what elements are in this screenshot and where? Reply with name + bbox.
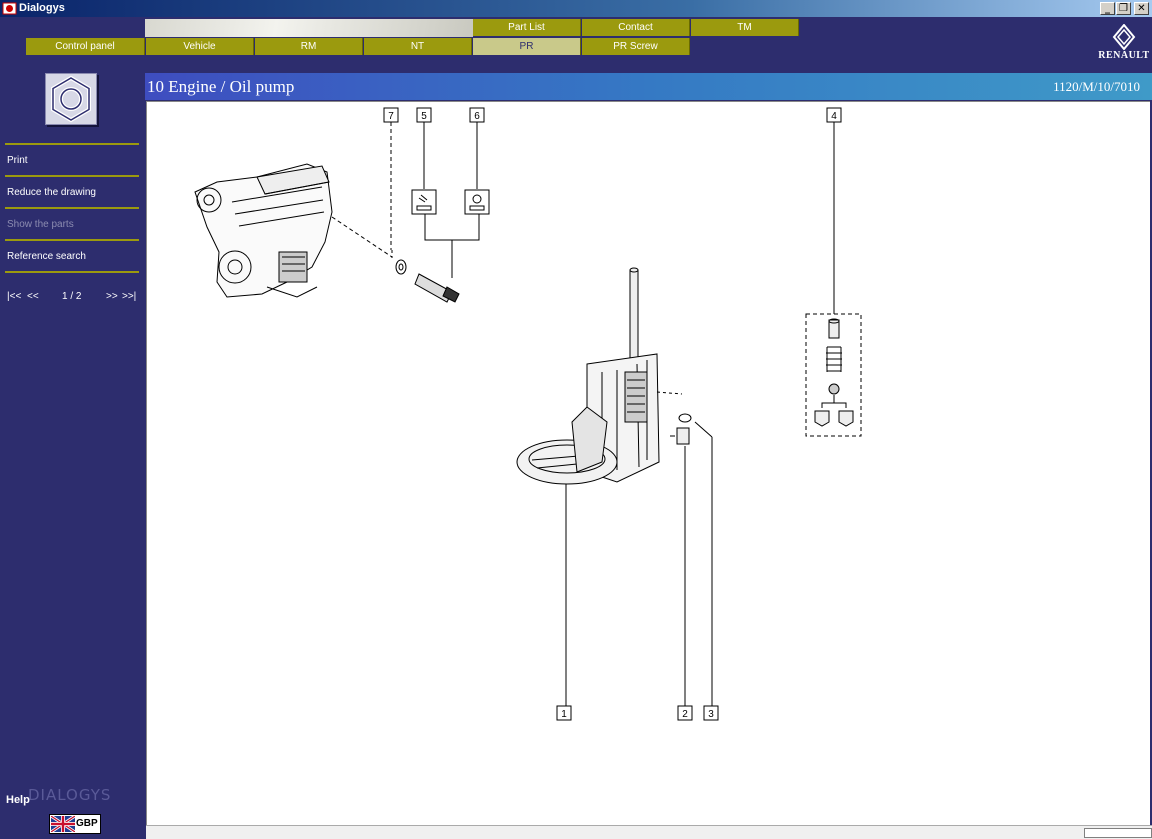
menu-show-parts: Show the parts <box>5 209 139 241</box>
callout-5[interactable]: 5 <box>421 111 427 122</box>
window-title: Dialogys <box>19 2 65 14</box>
tab-pr-screw[interactable]: PR Screw <box>582 38 690 55</box>
uk-flag-icon <box>51 816 75 832</box>
status-cell <box>1084 828 1152 838</box>
app-icon <box>2 2 17 15</box>
callout-4[interactable]: 4 <box>831 111 837 122</box>
tab-pr[interactable]: PR <box>473 38 581 55</box>
callout-1[interactable]: 1 <box>561 709 567 720</box>
engine-drawing <box>194 163 393 298</box>
tab-vehicle[interactable]: Vehicle <box>146 38 254 55</box>
pager-last[interactable]: >>| <box>122 291 137 302</box>
pager-page: 1 / 2 <box>62 291 82 302</box>
pager-prev[interactable]: << <box>27 291 39 302</box>
callout-3[interactable]: 3 <box>708 709 714 720</box>
drawing-svg: 7 5 6 4 1 2 3 <box>194 107 862 721</box>
language-selector[interactable]: GBP <box>49 814 101 834</box>
tab-tm[interactable]: TM <box>691 19 799 36</box>
tab-contact[interactable]: Contact <box>582 19 690 36</box>
tab-rm[interactable]: RM <box>255 38 363 55</box>
page-title: 10 Engine / Oil pump <box>147 77 295 96</box>
menu-print[interactable]: Print <box>5 145 139 177</box>
help-link[interactable]: Help <box>6 794 30 806</box>
renault-logo: RENAULT <box>1098 24 1150 68</box>
relief-valve-parts <box>814 318 854 427</box>
brand-name: RENAULT <box>1098 50 1150 61</box>
menu-reference-search[interactable]: Reference search <box>5 241 139 273</box>
minimize-button[interactable]: _ <box>1100 2 1115 15</box>
menu-divider <box>5 143 139 145</box>
tab-control-panel[interactable]: Control panel <box>26 38 145 55</box>
dialogys-watermark: DIALOGYS <box>28 786 112 804</box>
oil-pump-drawing <box>516 267 713 485</box>
close-button[interactable]: ✕ <box>1134 2 1149 15</box>
relief-valve-box <box>805 313 862 437</box>
tab-nt[interactable]: NT <box>364 38 472 55</box>
callout-6[interactable]: 6 <box>474 111 480 122</box>
bolt-tile <box>45 73 97 125</box>
exploded-drawing: 7 5 6 4 1 2 3 <box>146 101 1150 825</box>
nav-banner <box>145 19 473 37</box>
status-strip <box>146 825 1152 839</box>
drawing-reference: 1120/M/10/7010 <box>1053 79 1140 94</box>
callout-2[interactable]: 2 <box>682 709 688 720</box>
maximize-button[interactable]: ❐ <box>1116 2 1131 15</box>
oil-pressure-sensor <box>391 250 460 303</box>
hex-bolt-icon <box>51 75 91 123</box>
renault-diamond-icon <box>1112 24 1136 50</box>
title-bar: Dialogys _ ❐ ✕ <box>0 0 1152 17</box>
pager: |<< << 1 / 2 >> >>| <box>5 291 139 303</box>
pager-next[interactable]: >> <box>106 291 118 302</box>
tab-part-list[interactable]: Part List <box>473 19 581 36</box>
page-header: 10 Engine / Oil pump 1120/M/10/7010 <box>145 73 1152 100</box>
callout-7[interactable]: 7 <box>388 111 394 122</box>
menu-reduce-drawing[interactable]: Reduce the drawing <box>5 177 139 209</box>
callout-boxes: 7 5 6 4 1 2 3 <box>383 107 842 721</box>
pager-first[interactable]: |<< <box>7 291 22 302</box>
language-code: GBP <box>76 818 98 829</box>
